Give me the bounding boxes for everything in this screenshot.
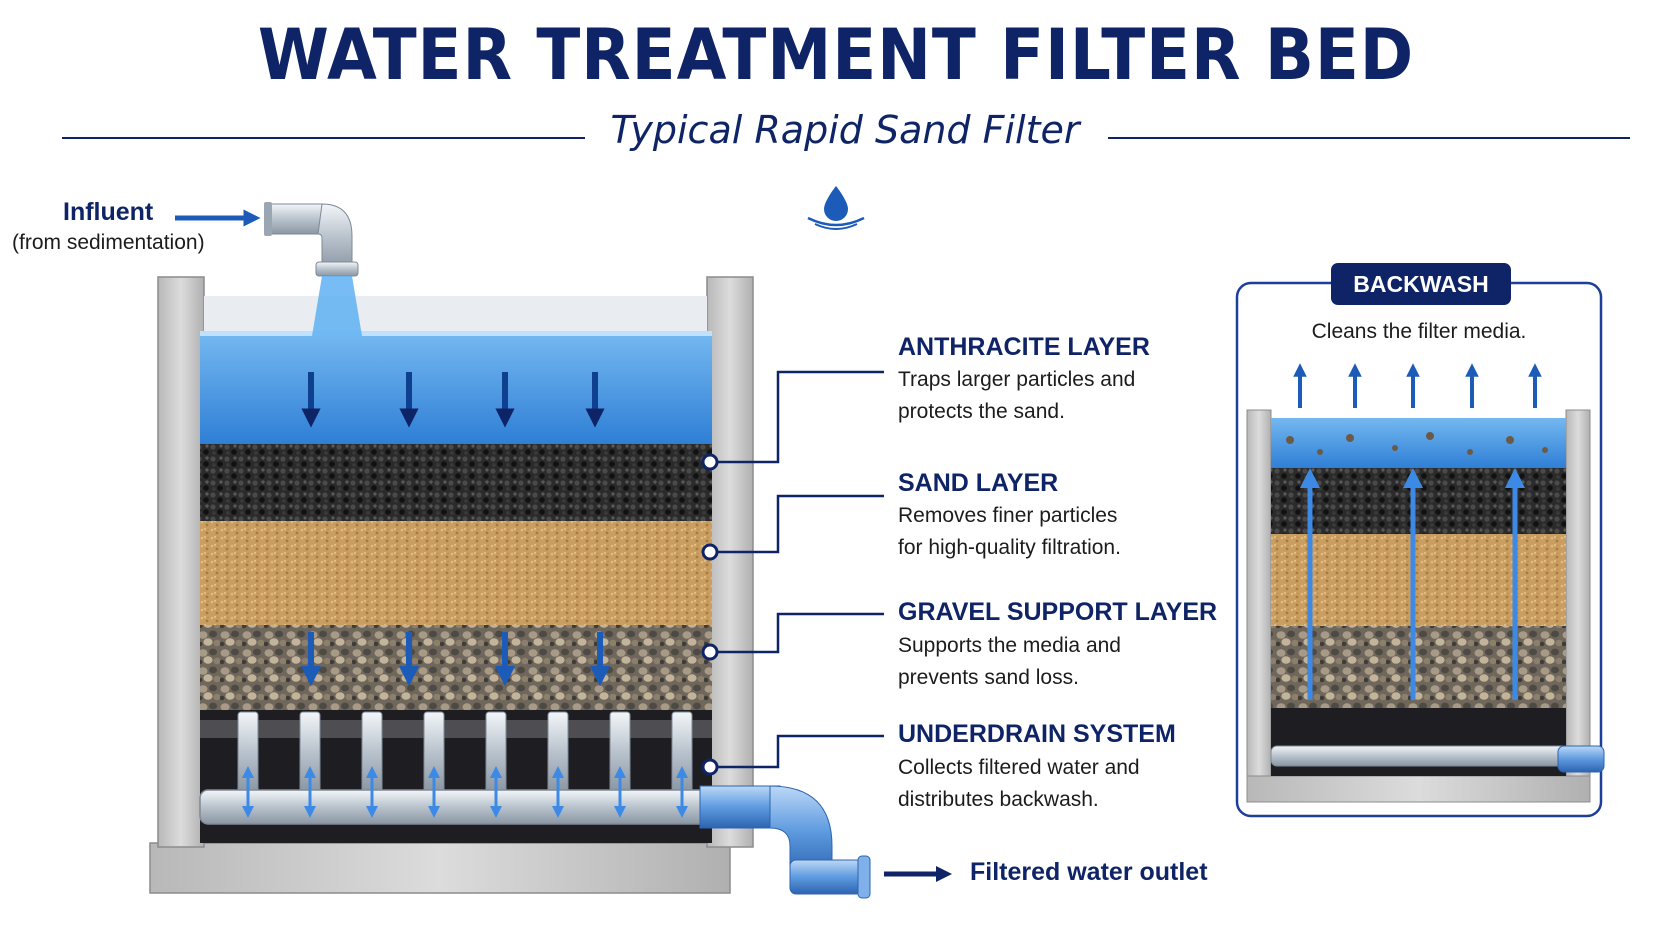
- water-layer: [200, 334, 712, 444]
- backwash-sand: [1271, 534, 1566, 626]
- tank-base: [149, 842, 731, 894]
- sand-layer: [200, 521, 712, 625]
- outlet-pipe: [699, 785, 871, 899]
- flow-arrows-underdrain: [242, 766, 688, 818]
- callout-dot-sand: [701, 543, 719, 561]
- sand-desc: Removes finer particles for high-quality…: [898, 504, 1121, 559]
- influent-sublabel: (from sedimentation): [12, 231, 205, 254]
- backwash-arrows-top: [1293, 363, 1542, 408]
- sand-heading: SAND LAYER: [898, 469, 1059, 497]
- underdrain-desc: Collects filtered water and distributes …: [898, 756, 1140, 811]
- influent-label: Influent: [63, 198, 154, 226]
- backwash-badge: BACKWASH: [1331, 263, 1511, 305]
- tank-left-wall: [157, 276, 205, 848]
- anthracite-desc: Traps larger particles and protects the …: [898, 368, 1136, 423]
- callout-dot-gravel: [701, 643, 719, 661]
- callout-dot-anthracite: [701, 453, 719, 471]
- main-filter-tank: [149, 202, 871, 899]
- gravel-layer: [200, 625, 712, 710]
- backwash-arrows-media: [1300, 468, 1525, 700]
- underdrain-heading: UNDERDRAIN SYSTEM: [898, 720, 1176, 748]
- flow-arrows-gravel: [300, 632, 611, 687]
- page-title: WATER TREATMENT FILTER BED: [257, 14, 1415, 96]
- backwash-inlet-pipe: [1557, 745, 1605, 773]
- influent-stream: [312, 276, 362, 336]
- underdrain-manifold: [199, 789, 721, 825]
- anthracite-layer: [200, 444, 712, 521]
- callout-lines: [717, 370, 884, 769]
- backwash-water: [1271, 418, 1566, 468]
- backwash-panel: [1235, 281, 1605, 818]
- page-subtitle: Typical Rapid Sand Filter: [610, 108, 1080, 152]
- gravel-desc: Supports the media and prevents sand los…: [898, 634, 1121, 689]
- water-drop-icon: [807, 186, 865, 230]
- gravel-heading: GRAVEL SUPPORT LAYER: [898, 598, 1218, 626]
- callout-dot-underdrain: [701, 758, 719, 776]
- outlet-label: Filtered water outlet: [970, 858, 1208, 886]
- flow-arrows-water: [301, 372, 605, 428]
- backwash-gravel: [1271, 626, 1566, 708]
- influent-pipe: [264, 202, 359, 277]
- anthracite-heading: ANTHRACITE LAYER: [898, 333, 1150, 361]
- backwash-caption: Cleans the filter media.: [1311, 320, 1527, 343]
- backwash-anthracite: [1271, 468, 1566, 534]
